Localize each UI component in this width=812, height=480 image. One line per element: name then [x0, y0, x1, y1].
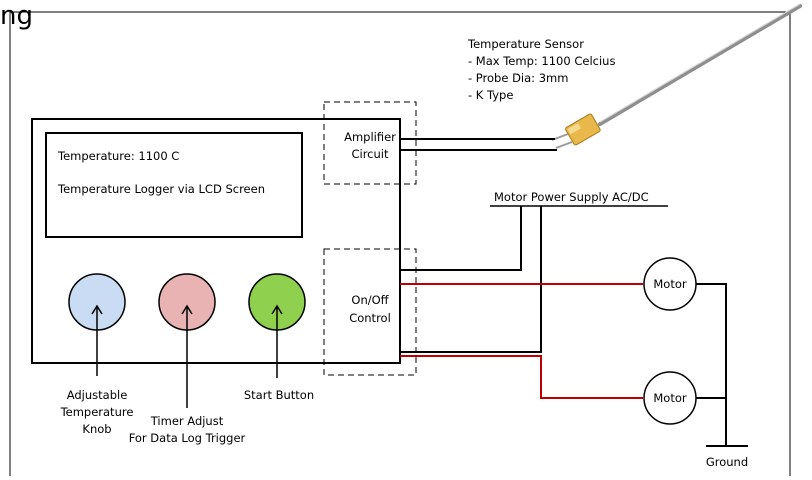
amplifier-circuit-box — [323, 101, 417, 185]
onoff-label-line2: Control — [349, 311, 391, 325]
ground-label: Ground — [706, 455, 748, 469]
temperature-knob-label-line2: Temperature — [60, 405, 134, 419]
arrow-timer-knob — [181, 304, 193, 408]
sensor-connector — [565, 113, 601, 146]
arrow-temperature-knob — [91, 304, 103, 376]
temperature-sensor-probe — [551, 3, 802, 149]
temperature-knob-label-line1: Adjustable — [67, 388, 128, 402]
motor-wire-red-2 — [400, 355, 643, 399]
power-wire-2 — [400, 206, 542, 353]
lcd-description: Temperature Logger via LCD Screen — [57, 182, 265, 196]
sensor-spec-type: - K Type — [468, 88, 513, 102]
ground-wire — [696, 283, 727, 446]
title-fragment: ng — [0, 1, 33, 31]
onoff-label-line1: On/Off — [351, 293, 389, 307]
sensor-spec-probe-dia: - Probe Dia: 3mm — [468, 71, 568, 85]
motor-1-label: Motor — [653, 277, 687, 291]
motor-2: Motor — [643, 371, 697, 425]
amplifier-label-line1: Amplifier — [344, 130, 396, 144]
motor-2-label: Motor — [653, 391, 687, 405]
lcd-temperature-reading: Temperature: 1100 C — [57, 149, 179, 163]
sensor-spec-max-temp: - Max Temp: 1100 Celcius — [468, 54, 615, 68]
start-button-label: Start Button — [244, 388, 314, 402]
onoff-control-box — [323, 248, 417, 376]
power-wire-1 — [400, 206, 522, 271]
lcd-screen — [45, 132, 303, 238]
temperature-knob-label-line3: Knob — [82, 422, 111, 436]
sensor-title: Temperature Sensor — [467, 37, 584, 51]
controller-box — [31, 118, 401, 364]
power-supply-label: Motor Power Supply AC/DC — [494, 190, 649, 204]
amplifier-label-line2: Circuit — [351, 147, 389, 161]
timer-knob-label-line1: Timer Adjust — [150, 414, 224, 428]
arrow-start-button — [271, 304, 283, 378]
timer-knob-label-line2: For Data Log Trigger — [129, 431, 246, 445]
motor-1: Motor — [643, 257, 697, 311]
